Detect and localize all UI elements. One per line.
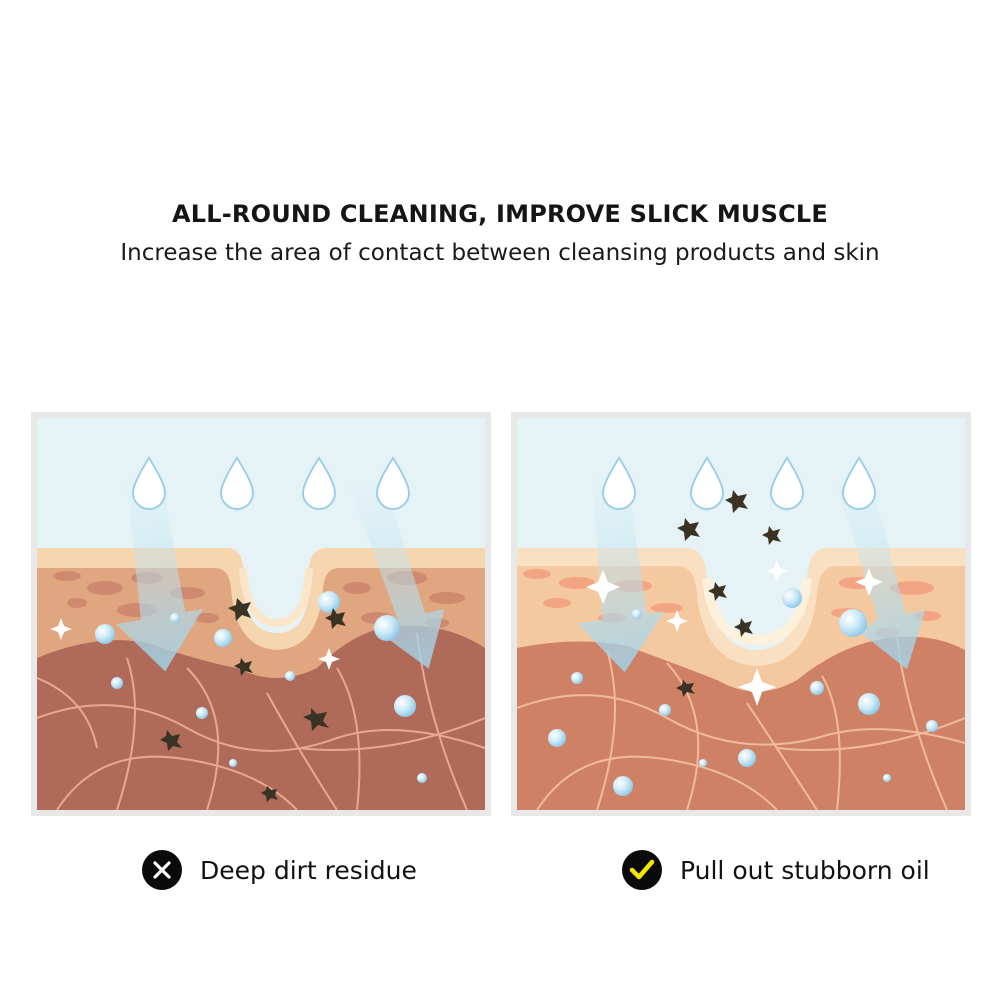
dirt-particle-icon — [160, 598, 346, 802]
x-icon — [142, 850, 182, 890]
sparkle-icon — [586, 560, 883, 706]
arrow-icon — [116, 474, 445, 672]
dermis-fibers — [517, 637, 965, 810]
caption-dirty: Deep dirt residue — [142, 848, 417, 892]
dermis-layer — [517, 636, 965, 810]
skin-illustration-dirty — [31, 412, 491, 816]
dirt-particle-icon — [676, 490, 781, 697]
page-title: ALL-ROUND CLEANING, IMPROVE SLICK MUSCLE — [172, 200, 828, 228]
check-icon — [622, 850, 662, 890]
droplet-icon — [601, 456, 877, 510]
caption-label: Pull out stubborn oil — [680, 855, 930, 885]
sparkle-icon — [50, 618, 340, 670]
arrow-icon — [577, 474, 926, 673]
bubble-icon — [95, 591, 427, 783]
caption-label: Deep dirt residue — [200, 855, 417, 885]
droplet-icon — [131, 456, 411, 510]
skin-illustration-clean — [511, 412, 971, 816]
page-subtitle: Increase the area of contact between cle… — [120, 240, 880, 266]
bubble-icon — [548, 588, 938, 796]
dermis-layer — [37, 625, 485, 810]
caption-clean: Pull out stubborn oil — [622, 848, 930, 892]
